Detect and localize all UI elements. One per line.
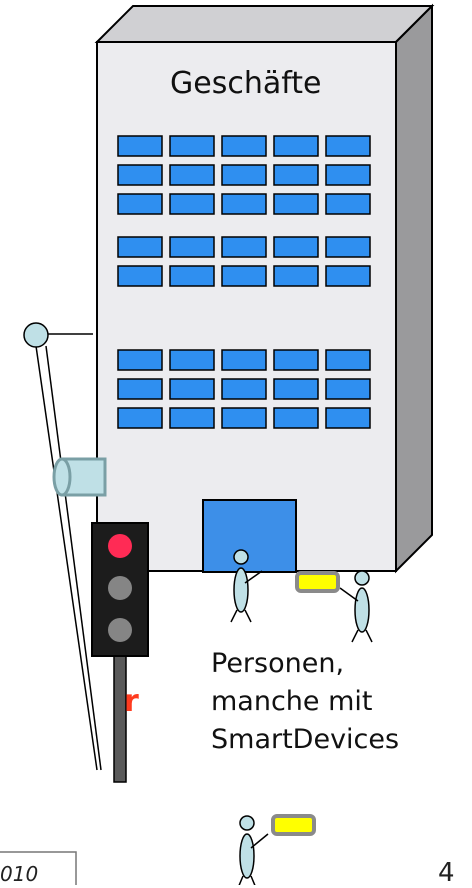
building-window	[221, 236, 267, 258]
building-window	[169, 164, 215, 186]
pole-wire-right	[45, 345, 102, 771]
clipped-text-fragment: r	[124, 684, 139, 719]
building-window	[325, 236, 371, 258]
building	[94, 3, 435, 574]
building-window	[117, 135, 163, 157]
building-window	[221, 193, 267, 215]
pole-sensor-icon	[23, 322, 49, 348]
building-window	[273, 265, 319, 287]
building-window	[273, 193, 319, 215]
traffic-light-middle-lamp	[108, 576, 132, 600]
person-with-device-icon	[339, 570, 373, 643]
building-window	[117, 407, 163, 429]
building-window	[221, 135, 267, 157]
persons-label: Personen, manche mit SmartDevices	[211, 648, 400, 755]
building-window	[273, 349, 319, 371]
building-window	[169, 349, 215, 371]
building-window	[325, 164, 371, 186]
building-window	[169, 135, 215, 157]
building-window	[117, 236, 163, 258]
building-window	[221, 265, 267, 287]
traffic-light-red-lamp	[108, 534, 132, 558]
building-window	[117, 349, 163, 371]
building-window	[325, 349, 371, 371]
building-window	[273, 407, 319, 429]
building-window	[117, 164, 163, 186]
sensor-pole	[23, 322, 107, 771]
building-window	[117, 378, 163, 400]
building-door	[202, 499, 297, 573]
traffic-light	[91, 522, 149, 783]
building-window	[221, 407, 267, 429]
footer-box	[0, 851, 77, 885]
building-window	[169, 407, 215, 429]
building-top	[94, 5, 435, 43]
building-window	[325, 407, 371, 429]
building-window	[169, 236, 215, 258]
footer-date-fragment: 010	[0, 862, 39, 886]
building-window	[221, 349, 267, 371]
building-window	[221, 378, 267, 400]
building-window	[273, 164, 319, 186]
camera-cylinder-icon	[52, 457, 107, 497]
page-number: 4	[438, 858, 455, 888]
building-window	[117, 193, 163, 215]
building-label: Geschäfte	[170, 66, 322, 101]
smart-device-icon	[295, 571, 340, 593]
building-front	[96, 41, 397, 572]
person-icon	[230, 549, 263, 623]
building-window	[325, 378, 371, 400]
building-window	[325, 265, 371, 287]
building-windows	[117, 135, 371, 429]
building-side	[395, 3, 433, 574]
building-window	[169, 265, 215, 287]
building-window	[325, 135, 371, 157]
building-window	[325, 193, 371, 215]
building-window	[221, 164, 267, 186]
building-window	[273, 236, 319, 258]
pole-wire-left	[35, 345, 98, 771]
smart-device-bottom-icon	[271, 814, 316, 836]
building-window	[117, 265, 163, 287]
building-window	[169, 193, 215, 215]
building-window	[273, 378, 319, 400]
person-with-device-bottom-icon	[238, 815, 269, 885]
traffic-light-bottom-lamp	[108, 618, 132, 642]
building-window	[273, 135, 319, 157]
building-window	[169, 378, 215, 400]
